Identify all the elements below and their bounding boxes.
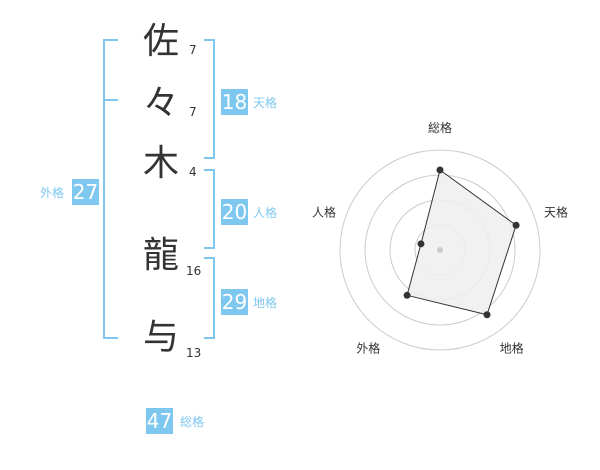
stroke-count-5: 13 (186, 346, 202, 360)
gaikaku-value: 27 (72, 179, 99, 205)
stroke-count-3: 4 (189, 165, 197, 179)
radar-point-2 (512, 221, 520, 229)
tenkaku-label: 天格 (253, 96, 278, 110)
radar-axis-label-4: 外格 (356, 341, 380, 356)
gaikaku-label: 外格 (40, 186, 65, 200)
chikaku-label: 地格 (253, 296, 278, 310)
radar-center-point (437, 247, 443, 253)
radar-axis-label-1: 総格 (428, 120, 452, 135)
name-char-1: 佐 (143, 21, 180, 62)
radar-axis-label-5: 人格 (312, 204, 336, 219)
chikaku-value: 29 (221, 289, 248, 315)
jinkaku-label: 人格 (253, 206, 278, 220)
radar-axis-label-2: 天格 (544, 204, 568, 219)
jinkaku-value: 20 (221, 199, 248, 225)
tenkaku-value: 18 (221, 89, 248, 115)
stroke-count-1: 7 (189, 43, 197, 57)
soukaku-value: 47 (146, 408, 173, 434)
radar-point-5 (417, 240, 425, 248)
radar-axis-label-3: 地格 (500, 341, 524, 356)
stroke-count-4: 16 (186, 264, 202, 278)
name-char-5: 与 (143, 317, 180, 358)
name-char-4: 龍 (143, 235, 180, 276)
radar-point-1 (436, 166, 444, 174)
soukaku-label: 総格 (180, 415, 205, 429)
radar-point-4 (403, 291, 411, 299)
radar-value-polygon (406, 169, 517, 316)
stroke-count-2: 7 (189, 105, 197, 119)
name-char-3: 木 (143, 143, 180, 184)
radar-grid-ring (339, 149, 541, 351)
name-char-2: 々 (143, 83, 180, 124)
radar-point-3 (483, 311, 491, 319)
